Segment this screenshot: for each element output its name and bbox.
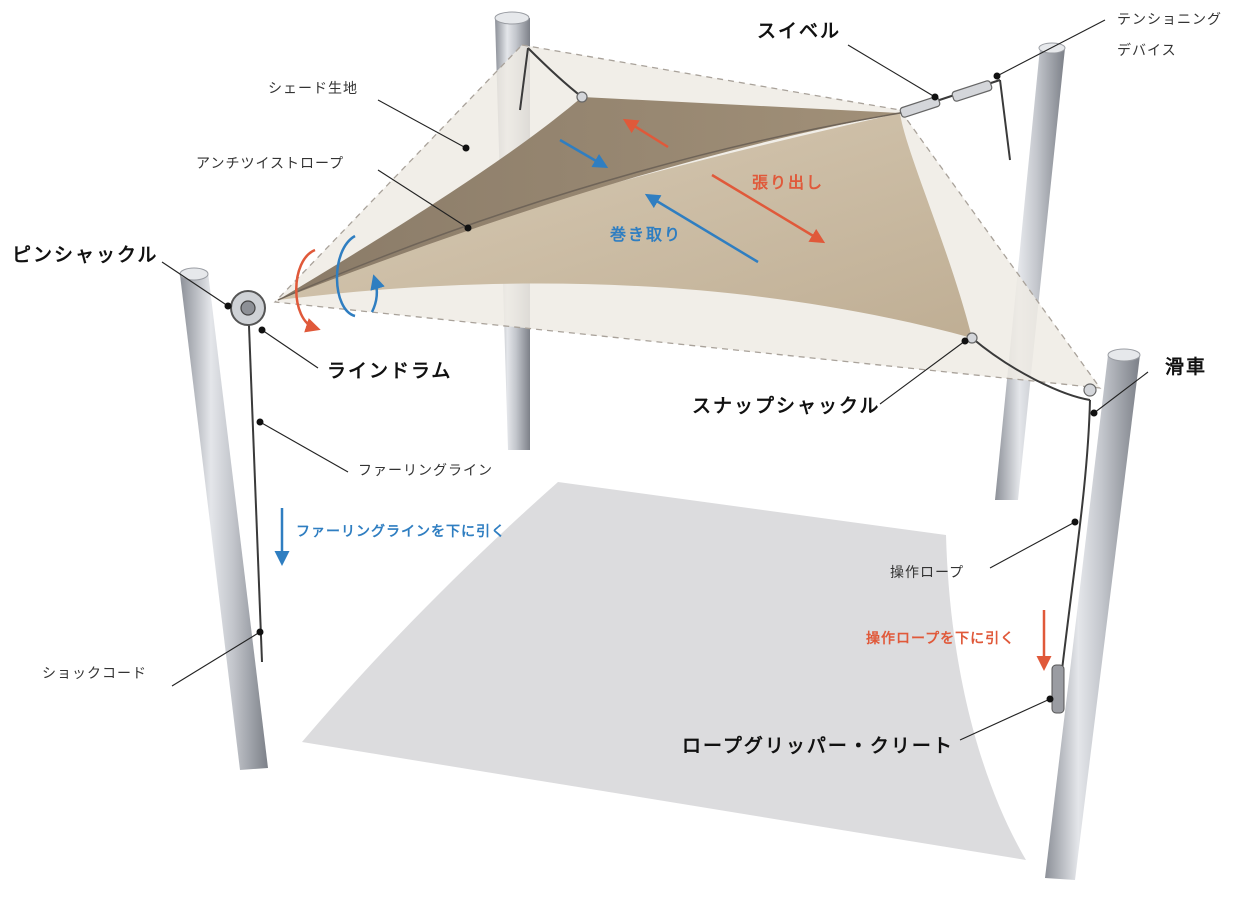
label-line-drum: ラインドラム [327,360,453,382]
line-drum [230,290,266,326]
pole-front-left [179,267,268,770]
rigging-lines [247,47,1091,671]
label-retract: 巻き取り [610,225,683,244]
hardware [576,80,1097,397]
rotation-arrows [295,234,385,333]
label-shock-cord: ショックコード [42,666,147,682]
label-anti-twist-rope: アンチツイストロープ [196,156,345,172]
label-tensioning-device-line1: テンショニング [1117,12,1222,28]
label-tensioning-device-line2: デバイス [1117,43,1177,59]
rope-gripper-cleat [1051,664,1065,714]
leader-lines [161,19,1149,741]
label-pull-operation-rope: 操作ロープを下に引く [866,631,1016,647]
shade-fabric-light [278,113,972,338]
ground-shadow [302,482,1026,860]
leader-dots [224,72,1098,703]
label-pull-furling-line: ファーリングラインを下に引く [296,524,506,540]
shade-fabric-dark [278,97,900,300]
pole-front-right [1045,348,1141,880]
label-snap-shackle: スナップシャックル [692,395,881,417]
label-shade-fabric: シェード生地 [268,81,358,97]
label-pulley: 滑車 [1165,356,1208,378]
label-pin-shackle: ピンシャックル [12,244,159,266]
label-extend: 張り出し [752,173,825,192]
label-rope-gripper-cleat: ロープグリッパー・クリート [682,735,954,757]
label-furling-line: ファーリングライン [358,463,493,479]
direction-arrows [274,118,1052,671]
label-operation-rope: 操作ロープ [890,565,965,581]
label-swivel: スイベル [757,20,842,42]
anti-twist-rope-line [277,112,901,301]
